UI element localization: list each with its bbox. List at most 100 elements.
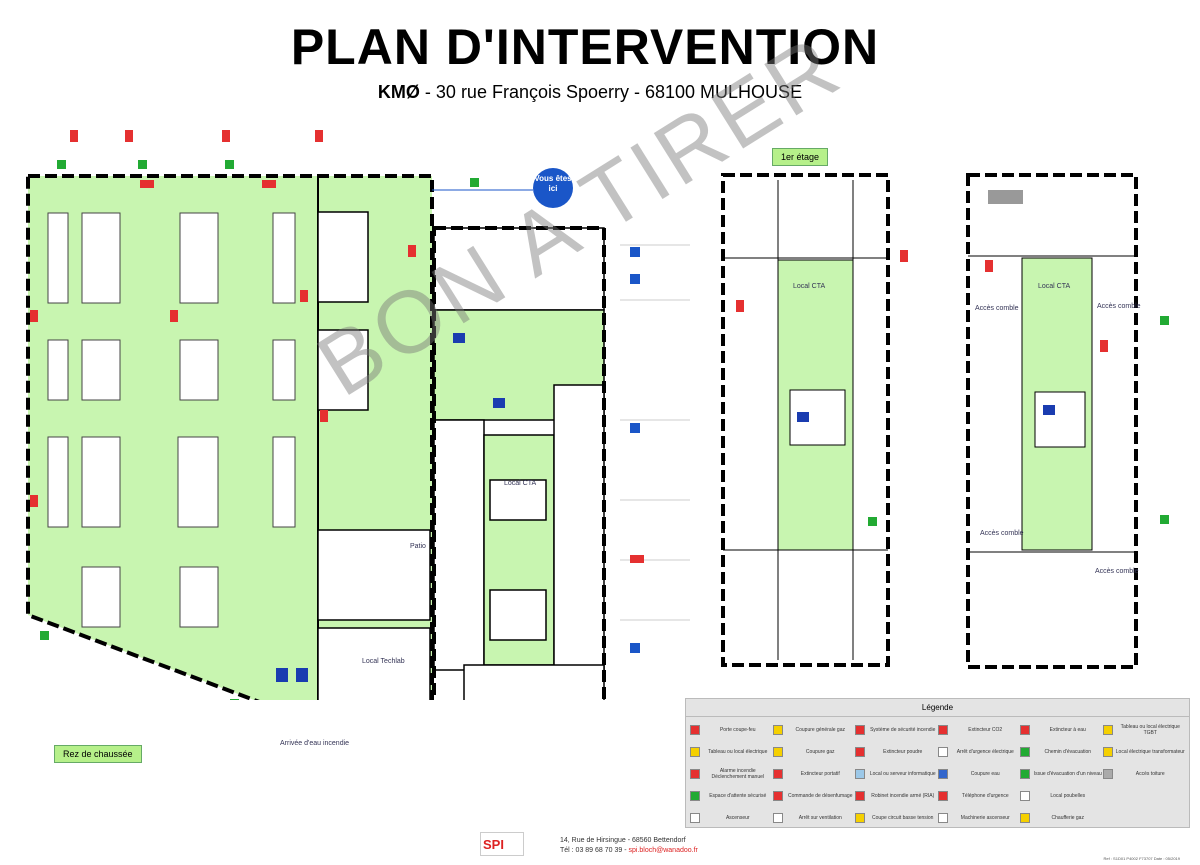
footer: SPI 14, Rue de Hirsingue - 68560 Bettend… [480,832,1180,862]
smoke-control-icon [772,791,783,801]
contact-phone: Tél : 03 89 68 70 39 - [560,847,629,854]
legend-item: Porte coupe-feu [690,719,773,741]
gas-boiler-icon [1020,813,1030,823]
legend-item: Commande de désenfumage [772,785,856,807]
safe-waiting-area-icon [690,791,700,801]
legend-item: Arrêt d'urgence électrique [937,741,1021,763]
fire-hose-icon [855,791,865,801]
legend-item: Coupure générale gaz [772,719,856,741]
page-title: PLAN D'INTERVENTION [290,19,880,75]
legend-item-label: Robinet incendie armé (RIA) [871,793,935,799]
elevator-icon [690,813,700,823]
legend-item-label: Chaufferie gaz [1051,815,1084,821]
transformer-icon [1102,747,1113,757]
legend-item: Issue d'évacuation d'un niveau [1020,763,1103,785]
contact-email[interactable]: spi.bloch@wanadoo.fr [628,847,698,854]
legend-item-label: Extincteur CO2 [968,727,1003,733]
attic-access-label: Accès comble [1095,568,1139,575]
water-extinguisher-icon [1020,725,1030,735]
water-inlet-label: Arrivée d'eau incendie [280,740,350,747]
legend-item-label: Issue d'évacuation d'un niveau [1033,771,1102,777]
legend-item-label: Coupure gaz [805,749,835,755]
legend-item: Chemin d'évacuation [1020,741,1103,763]
server-icon [855,769,865,779]
legend-item: Espace d'attente sécurisé [690,785,773,807]
company-name: KMØ [377,82,420,102]
legend-item-label: Chemin d'évacuation [1044,749,1092,755]
water-shutoff-icon [937,769,948,779]
legend-item [1103,785,1186,807]
legend-item: Extincteur portatif [772,763,856,785]
low-voltage-cutoff-icon [855,813,865,823]
legend-item-label: Extincteur portatif [800,771,840,777]
attic-access-label: Accès comble [980,530,1024,537]
emergency-stop-icon [937,747,948,757]
legend-item-label: Coupure générale gaz [795,727,845,733]
ventilation-stop-icon [772,813,783,823]
evacuation-arrow-icon [1020,747,1030,757]
legend-item-label: Accès toiture [1135,771,1165,777]
legend-item: Tableau ou local électrique TGBT [1102,719,1186,741]
legend-item: Extincteur poudre [855,741,938,763]
trash-room-icon [1020,791,1030,801]
legend-item-label: Arrêt sur ventilation [798,815,842,821]
legend-item-label: Ascenseur [725,815,750,821]
legend-item: Coupure eau [937,763,1021,785]
legend-item: Arrêt sur ventilation [772,807,856,829]
legend-item-label: Tableau ou local électrique [708,749,768,755]
legend-item: Local électrique transformateur [1102,741,1186,763]
legend-item-label: Téléphone d'urgence [961,793,1009,799]
fire-door-icon [690,725,700,735]
document-reference: Ref : S1D01 P4002 F73707 Date : 05/2019 [1103,856,1181,861]
fire-safety-system-icon [855,725,865,735]
legend-item-label: Alarme incendie Déclenchement manuel [711,768,765,780]
gas-shutoff-icon [772,747,783,757]
legend-item: Alarme incendie Déclenchement manuel [690,763,773,785]
legend-item: Accès toiture [1102,763,1186,785]
legend-item-label: Local électrique transformateur [1115,749,1185,755]
gas-main-shutoff-icon [772,725,783,735]
legend-item: Coupe circuit basse tension [855,807,938,829]
elevator-machinery-icon [937,813,948,823]
legend-item-label: Coupe circuit basse tension [872,815,934,821]
powder-extinguisher-icon [855,747,865,757]
legend-item-label: Tableau ou local électrique TGBT [1120,724,1180,736]
legend-item-label: Porte coupe-feu [719,727,756,733]
legend-item: Extincteur CO2 [937,719,1021,741]
spi-logo: SPI [480,832,524,856]
east-wing-rooms [317,211,605,700]
emergency-phone-icon [937,791,948,801]
tgbt-electric-icon [1102,725,1113,735]
company-contact: 14, Rue de Hirsingue - 68560 Bettendorf … [560,836,698,856]
electric-panel-icon [690,747,700,757]
techlab-label: Local Techlab [362,658,405,665]
ground-outline [26,174,434,700]
legend-item: Tableau ou local électrique [690,741,773,763]
site-address: KMØ - 30 rue François Spoerry - 68100 MU… [0,82,1180,103]
legend-item: Extincteur à eau [1020,719,1103,741]
legend-item: Local ou serveur informatique [855,763,938,785]
legend-item-label: Extincteur poudre [883,749,923,755]
legend-item-label: Local poubelles [1050,793,1086,799]
first-floor-tag: 1er étage [772,148,829,166]
exit-icons [40,160,1169,700]
attic-access-label: Accès comble [975,305,1019,312]
portable-extinguisher-icon [772,769,783,779]
patio-label: Patio [410,543,426,550]
cta-label: Local CTA [1038,283,1071,290]
parking-signs [630,247,640,653]
cta-label: Local CTA [504,480,537,487]
legend-item-label: Machinerie ascenseur [960,815,1010,821]
legend-item-label: Système de sécurité incendie [870,727,936,733]
legend-item-label: Arrêt d'urgence électrique [956,749,1014,755]
floor-plans [26,130,1169,700]
roof-access-icon [1102,769,1113,779]
fire-alarm-icon [690,769,700,779]
legend-item-label: Extincteur à eau [1049,727,1086,733]
legend-item-label: Local ou serveur informatique [869,771,936,777]
wc-icons [276,333,1055,682]
legend-item: Robinet incendie armé (RIA) [855,785,938,807]
you-are-here-marker: Vous êtes ici [533,168,573,208]
legend-item-label: Espace d'attente sécurisé [709,793,767,799]
